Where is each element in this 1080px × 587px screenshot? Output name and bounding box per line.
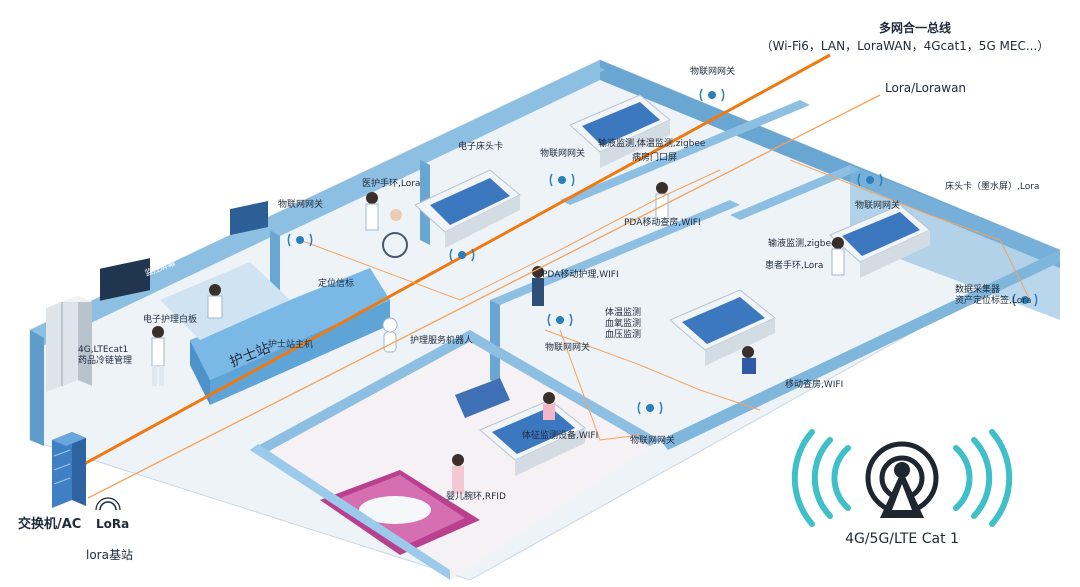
signal-icon xyxy=(699,88,725,102)
pda-rounds-label: PDA移动查房,WIFI xyxy=(624,216,701,228)
signal-waves-left-icon xyxy=(791,429,851,527)
signal-waves-right-icon xyxy=(953,429,1013,527)
signal-icon xyxy=(547,313,573,327)
nurse-station-host-label: 护士站主机 xyxy=(268,338,313,350)
patient-figure xyxy=(742,346,756,374)
lora-logo-text: LoRa xyxy=(96,517,129,531)
care-bracelet-label: 医护手环,Lora xyxy=(362,177,420,189)
bus-header: 多网合一总线 （Wi-Fi6，LAN，LoraWAN，4Gcat1，5G MEC… xyxy=(761,20,1050,95)
bus-title: 多网合一总线 xyxy=(879,20,951,35)
nurse-figure-3 xyxy=(831,237,845,276)
pregnant-patient-figure xyxy=(543,392,555,420)
signal-icon xyxy=(857,173,883,187)
iot-gateway-label: 物联网网关 xyxy=(855,199,900,211)
beds xyxy=(414,94,931,476)
iot-gateway-label: 物联网网关 xyxy=(278,198,323,210)
switch-label: 交换机/AC xyxy=(18,516,81,532)
lora-line-label: Lora/Lorawan xyxy=(885,81,966,95)
antenna-icon xyxy=(865,441,939,518)
device-labels: 物联网网关 物联网网关 物联网网关 物联网网关 物联网网关 物联网网关 电子床头… xyxy=(78,65,1039,502)
vital-monitor-label: 体温监测 血氧监测 血压监测 xyxy=(605,306,644,340)
wheelchair-nurse-figure xyxy=(365,192,408,258)
data-collector-line-2: 资产定位标签,Lora xyxy=(955,294,1031,306)
patient-band-label: 患者手环,Lora xyxy=(765,259,823,271)
wifi-signals xyxy=(287,88,1038,415)
cellular-label: 4G/5G/LTE Cat 1 xyxy=(845,531,959,547)
pda-care-label: PDA移动护理,WIFI xyxy=(542,268,619,280)
vital-sign-device-label: 体征监测设备,WIFI xyxy=(522,429,598,441)
nurse-whiteboard-label: 电子护理白板 xyxy=(143,313,197,325)
data-collector-label: 数据采集器 资产定位标签,Lora xyxy=(955,283,1031,306)
bed-1 xyxy=(414,169,521,248)
walls xyxy=(30,60,1060,580)
robot-figure xyxy=(382,317,398,353)
cellular-legend: 4G/5G/LTE Cat 1 xyxy=(791,429,1013,547)
bed-4 xyxy=(669,289,776,366)
iot-gateway-label: 物联网网关 xyxy=(630,434,675,446)
lora-logo-icon: LoRa xyxy=(95,497,129,531)
switch-legend: 交换机/AC LoRa lora基站 xyxy=(18,432,133,562)
doctor-figure-2 xyxy=(655,182,669,223)
iot-gateway-label: 物联网网关 xyxy=(690,65,735,77)
people xyxy=(151,182,845,494)
electronic-bed-card-label: 电子床头卡 xyxy=(458,140,503,152)
service-robot-label: 护理服务机器人 xyxy=(410,334,473,346)
signal-icon xyxy=(287,233,313,247)
iot-gateway-label: 物联网网关 xyxy=(545,341,590,353)
signal-icon xyxy=(549,173,575,187)
bus-subtitle: （Wi-Fi6，LAN，LoraWAN，4Gcat1，5G MEC...） xyxy=(761,39,1050,53)
signal-icon xyxy=(449,248,475,262)
vital-monitor-line-3: 血压监测 xyxy=(605,328,641,340)
main-bus-line xyxy=(54,53,831,482)
server-rack-icon xyxy=(52,432,86,508)
iot-gateway-label: 物联网网关 xyxy=(540,147,585,159)
mobile-rounds-label: 移动查房,WIFI xyxy=(785,378,843,390)
vital-monitor-line-1: 体温监测 xyxy=(605,306,641,318)
drug-cold-chain-line-2: 药品冷链管理 xyxy=(78,354,132,366)
signal-icon xyxy=(1012,293,1038,307)
medicine-fridge xyxy=(46,296,92,392)
drug-cold-chain-line-1: 4G,LTEcat1 xyxy=(78,345,128,355)
mother-figure xyxy=(452,454,464,494)
doctor-figure xyxy=(532,266,544,306)
lora-line xyxy=(87,94,881,499)
data-collector-line-1: 数据采集器 xyxy=(955,283,1000,295)
positioning-beacon-label: 定位信标 xyxy=(318,277,354,289)
signal-icon xyxy=(637,401,663,415)
infusion-zigbee-label: 输液监测,zigbee xyxy=(768,237,837,249)
network-lines xyxy=(54,53,1031,499)
lora-base-label: lora基站 xyxy=(86,548,133,562)
infusion-temp-label: 输液监测,体温监测,zigbee xyxy=(598,137,706,149)
vital-monitor-line-2: 血氧监测 xyxy=(605,317,641,329)
drug-cold-chain-label: 4G,LTEcat1 药品冷链管理 xyxy=(78,345,132,366)
infant-band-label: 婴儿腕环,RFID xyxy=(446,490,506,502)
bed-2 xyxy=(569,94,671,168)
ward-door-card-label: 病房门口屏 xyxy=(632,151,677,163)
seated-nurse-figure xyxy=(207,284,223,319)
bed-3 xyxy=(829,204,931,278)
bedside-card-label: 床头卡（墨水屏）,Lora xyxy=(945,180,1039,192)
nurse-figure xyxy=(151,326,165,386)
nurse-station: 护士站 监控屏幕 xyxy=(100,201,390,405)
